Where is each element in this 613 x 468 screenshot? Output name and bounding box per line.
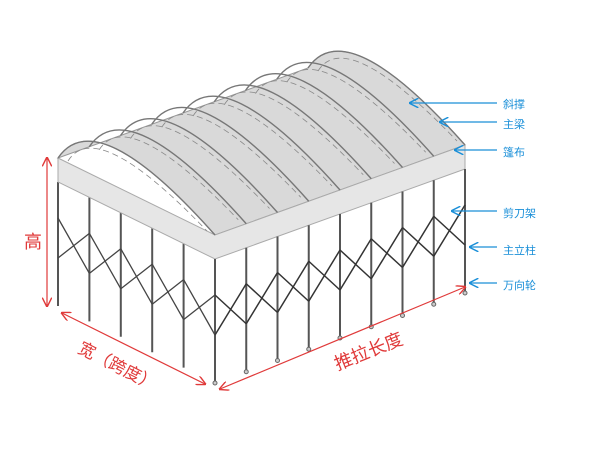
caster-wheel xyxy=(462,290,468,296)
caster-wheel xyxy=(275,358,280,363)
scissor-bar xyxy=(401,215,435,268)
side-scissor-bar xyxy=(151,279,185,305)
scissor-bar xyxy=(308,249,341,302)
main-beam xyxy=(244,73,404,168)
scissor-bar xyxy=(276,260,310,313)
scissor-bar xyxy=(370,227,404,280)
diagonal-brace xyxy=(161,113,302,198)
scissor-bar xyxy=(245,272,279,325)
diagonal-brace xyxy=(317,57,458,142)
label-canopy: 篷布 xyxy=(503,146,525,159)
main-beam xyxy=(119,118,279,213)
label-caster-wheel: 万向轮 xyxy=(503,279,536,292)
caster-wheel xyxy=(243,369,249,375)
diagonal-brace xyxy=(286,68,427,153)
scissor-bar xyxy=(433,204,466,257)
diagonal-brace xyxy=(255,80,395,164)
diagonal-brace xyxy=(130,125,270,209)
caster-wheel xyxy=(306,346,312,352)
main-beam xyxy=(88,129,247,225)
label-diagonal-brace: 斜撑 xyxy=(503,98,525,111)
side-scissor-bar xyxy=(88,248,122,274)
diagonal-brace xyxy=(223,91,364,176)
length-dimension-arrow xyxy=(220,287,465,389)
side-scissor-bar xyxy=(120,263,153,290)
scissor-bar xyxy=(214,283,247,336)
label-main-column: 主立柱 xyxy=(503,244,536,257)
main-beam xyxy=(307,50,466,146)
diagonal-brace xyxy=(98,136,239,221)
width-dimension-arrow xyxy=(62,313,205,384)
side-scissor-bar xyxy=(183,294,216,321)
main-beam xyxy=(57,140,216,236)
main-beam xyxy=(276,61,435,157)
dimension-height-label: 高 xyxy=(24,232,42,253)
caster-wheel xyxy=(431,301,437,307)
main-beam xyxy=(151,106,310,202)
label-scissor-frame: 剪刀架 xyxy=(503,207,536,220)
side-scissor-bar xyxy=(57,232,90,259)
main-beam xyxy=(213,84,372,180)
scissor-bar xyxy=(339,238,372,291)
caster-wheel xyxy=(212,380,218,386)
label-main-beam: 主梁 xyxy=(503,118,525,131)
diagonal-brace xyxy=(192,102,333,187)
diagonal-brace xyxy=(67,147,208,232)
main-beam xyxy=(182,95,341,191)
